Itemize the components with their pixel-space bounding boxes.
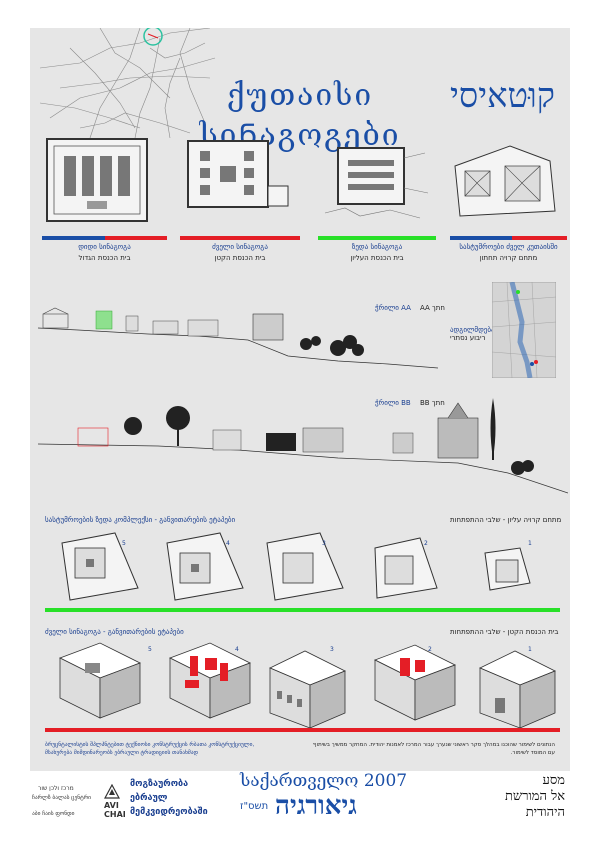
old-stage-3 [269, 650, 346, 728]
logo-text-fund: აბი ჩაის ფონდი [32, 811, 75, 817]
upper-stage-5 [61, 532, 139, 601]
logo-text-hebrew: מרכז ולכן שור [38, 785, 74, 792]
year-hebrew: תשס"ז [240, 801, 269, 812]
section-aa-label-heb: חתך AA [420, 304, 445, 312]
plan-bar-3 [318, 236, 436, 240]
avi-chai-line1: AVI [104, 801, 119, 810]
old-stage-4 [169, 642, 251, 719]
section-aa-elevation [38, 307, 438, 369]
caption-heb: בית הכנסת הגדול [78, 254, 131, 262]
upper-stage-num-3: 3 [322, 540, 326, 547]
plan-upper-synagogue [324, 147, 429, 219]
location-map [492, 282, 556, 378]
plan-caption-2: ძველი სინაგოგა בית הכנסת הקטן [180, 242, 300, 264]
location-label-heb: ריבוע נסתרי [450, 334, 486, 342]
old-stage-num-3: 3 [330, 646, 334, 653]
section-bb-label-geo: ჭრილი BB [375, 399, 411, 407]
journey-line1: מסע [542, 773, 565, 788]
org-line3: მემკვიდრეობაში [130, 807, 208, 817]
old-stage-num-4: 4 [235, 646, 239, 653]
upper-stage-num-1: 1 [528, 540, 532, 547]
org-name-georgian: მოგზაურობა ებრაულ მემკვიდრეობაში [130, 777, 208, 819]
section-bb-elevation [38, 398, 568, 494]
plan-caption-1: დიდი სინაგოგა בית הכנסת הגדול [42, 242, 167, 264]
poster: ქუთაისი სიᲜაგოგები קוּטאיסי [30, 28, 570, 771]
avi-chai-line2: CHAI [104, 810, 126, 819]
plan-old-synagogue [187, 140, 289, 208]
avi-chai-logo: AVI CHAI [104, 801, 126, 819]
city-map [40, 28, 216, 138]
country-hebrew: גיאורגיה [275, 791, 357, 821]
location-label-geo: ადგილმდებარეობა [450, 326, 517, 334]
old-stages-bar [45, 728, 560, 732]
org-line2: ებრაულ [130, 793, 168, 803]
old-stage-num-1: 1 [528, 646, 532, 653]
old-stage-5 [59, 642, 141, 719]
caption-geo: სასტუმროები ძველ კუთაისში [459, 243, 558, 251]
plan-caption-3: ზედა სინაგოგა בית הכנסת העליון [318, 242, 436, 264]
upper-stage-4 [166, 532, 244, 601]
upper-stage-1 [484, 547, 531, 591]
old-stages-label-heb: בית הכנסת הקטן - שלבי ההתפתחות [450, 628, 559, 636]
caption-geo: დიდი სინაგოგა [78, 243, 131, 251]
title-hebrew: קוּטאיסי [449, 76, 555, 116]
upper-stages-label-geo: სასტუმროების ზედა კომპლექსი - განვითარებ… [45, 516, 236, 524]
old-stage-1 [479, 650, 556, 728]
section-bb-label-heb: חתך BB [420, 399, 445, 407]
upper-stage-2 [374, 537, 438, 599]
note-georgian: ბრუცნტალისტის შპლპნტებით ტექნიოსი კონსტრ… [45, 742, 255, 756]
upper-stages-bar [45, 608, 560, 612]
journey-hebrew: מסע אל המורשת היהודית [460, 773, 565, 821]
plan-bar-4b [512, 236, 567, 240]
old-stage-num-5: 5 [148, 646, 152, 653]
caption-heb: מתחם קרויה תחתון [479, 254, 538, 262]
logo-text-georgian: ჩარლზ ბალას ცენტრი [32, 795, 91, 801]
country-year: საქართველო 2007 [240, 771, 408, 791]
plan-bar-1b [105, 236, 167, 240]
plan-bar-2 [180, 236, 300, 240]
caption-geo: ზედა სინაგოგა [351, 243, 403, 251]
journey-line2: אל המורשת [504, 789, 565, 804]
caption-geo: ძველი სინაგოგა [212, 243, 268, 251]
old-stage-num-2: 2 [428, 646, 432, 653]
caption-heb: בית הכנסת העליון [350, 254, 404, 262]
plan-great-synagogue [46, 138, 148, 222]
org-line1: მოგზაურობა [130, 779, 189, 789]
upper-stage-num-2: 2 [424, 540, 428, 547]
old-stage-2 [374, 644, 456, 721]
old-stages-label-geo: ძველი სინაგოგა - განვითარების ეტაპები [45, 628, 184, 636]
plan-bar-4 [450, 236, 512, 240]
upper-stage-3 [266, 532, 344, 601]
plan-caption-4: სასტუმროები ძველ კუთაისში מתחם קרויה תחת… [450, 242, 567, 264]
footer: מרכז ולכן שור ჩარლზ ბალას ცენტრი აბი ჩაი… [30, 771, 570, 829]
upper-stage-num-5: 5 [122, 540, 126, 547]
journey-line3: היהודית [525, 805, 565, 820]
plan-bar-1 [42, 236, 105, 240]
upper-stage-num-4: 4 [226, 540, 230, 547]
plan-lower-complex [454, 145, 556, 217]
upper-stages-label-heb: מתחם קרויה עליון - שלבי ההתפתחות [450, 516, 562, 524]
caption-heb: בית הכנסת הקטן [214, 254, 266, 262]
triangle-logo-icon [104, 784, 120, 799]
section-aa-label-geo: ჭრილი AA [375, 304, 411, 312]
note-hebrew: הנתונים לשימור שהוכנו במהלך סקר ראשוני ש… [313, 742, 555, 756]
